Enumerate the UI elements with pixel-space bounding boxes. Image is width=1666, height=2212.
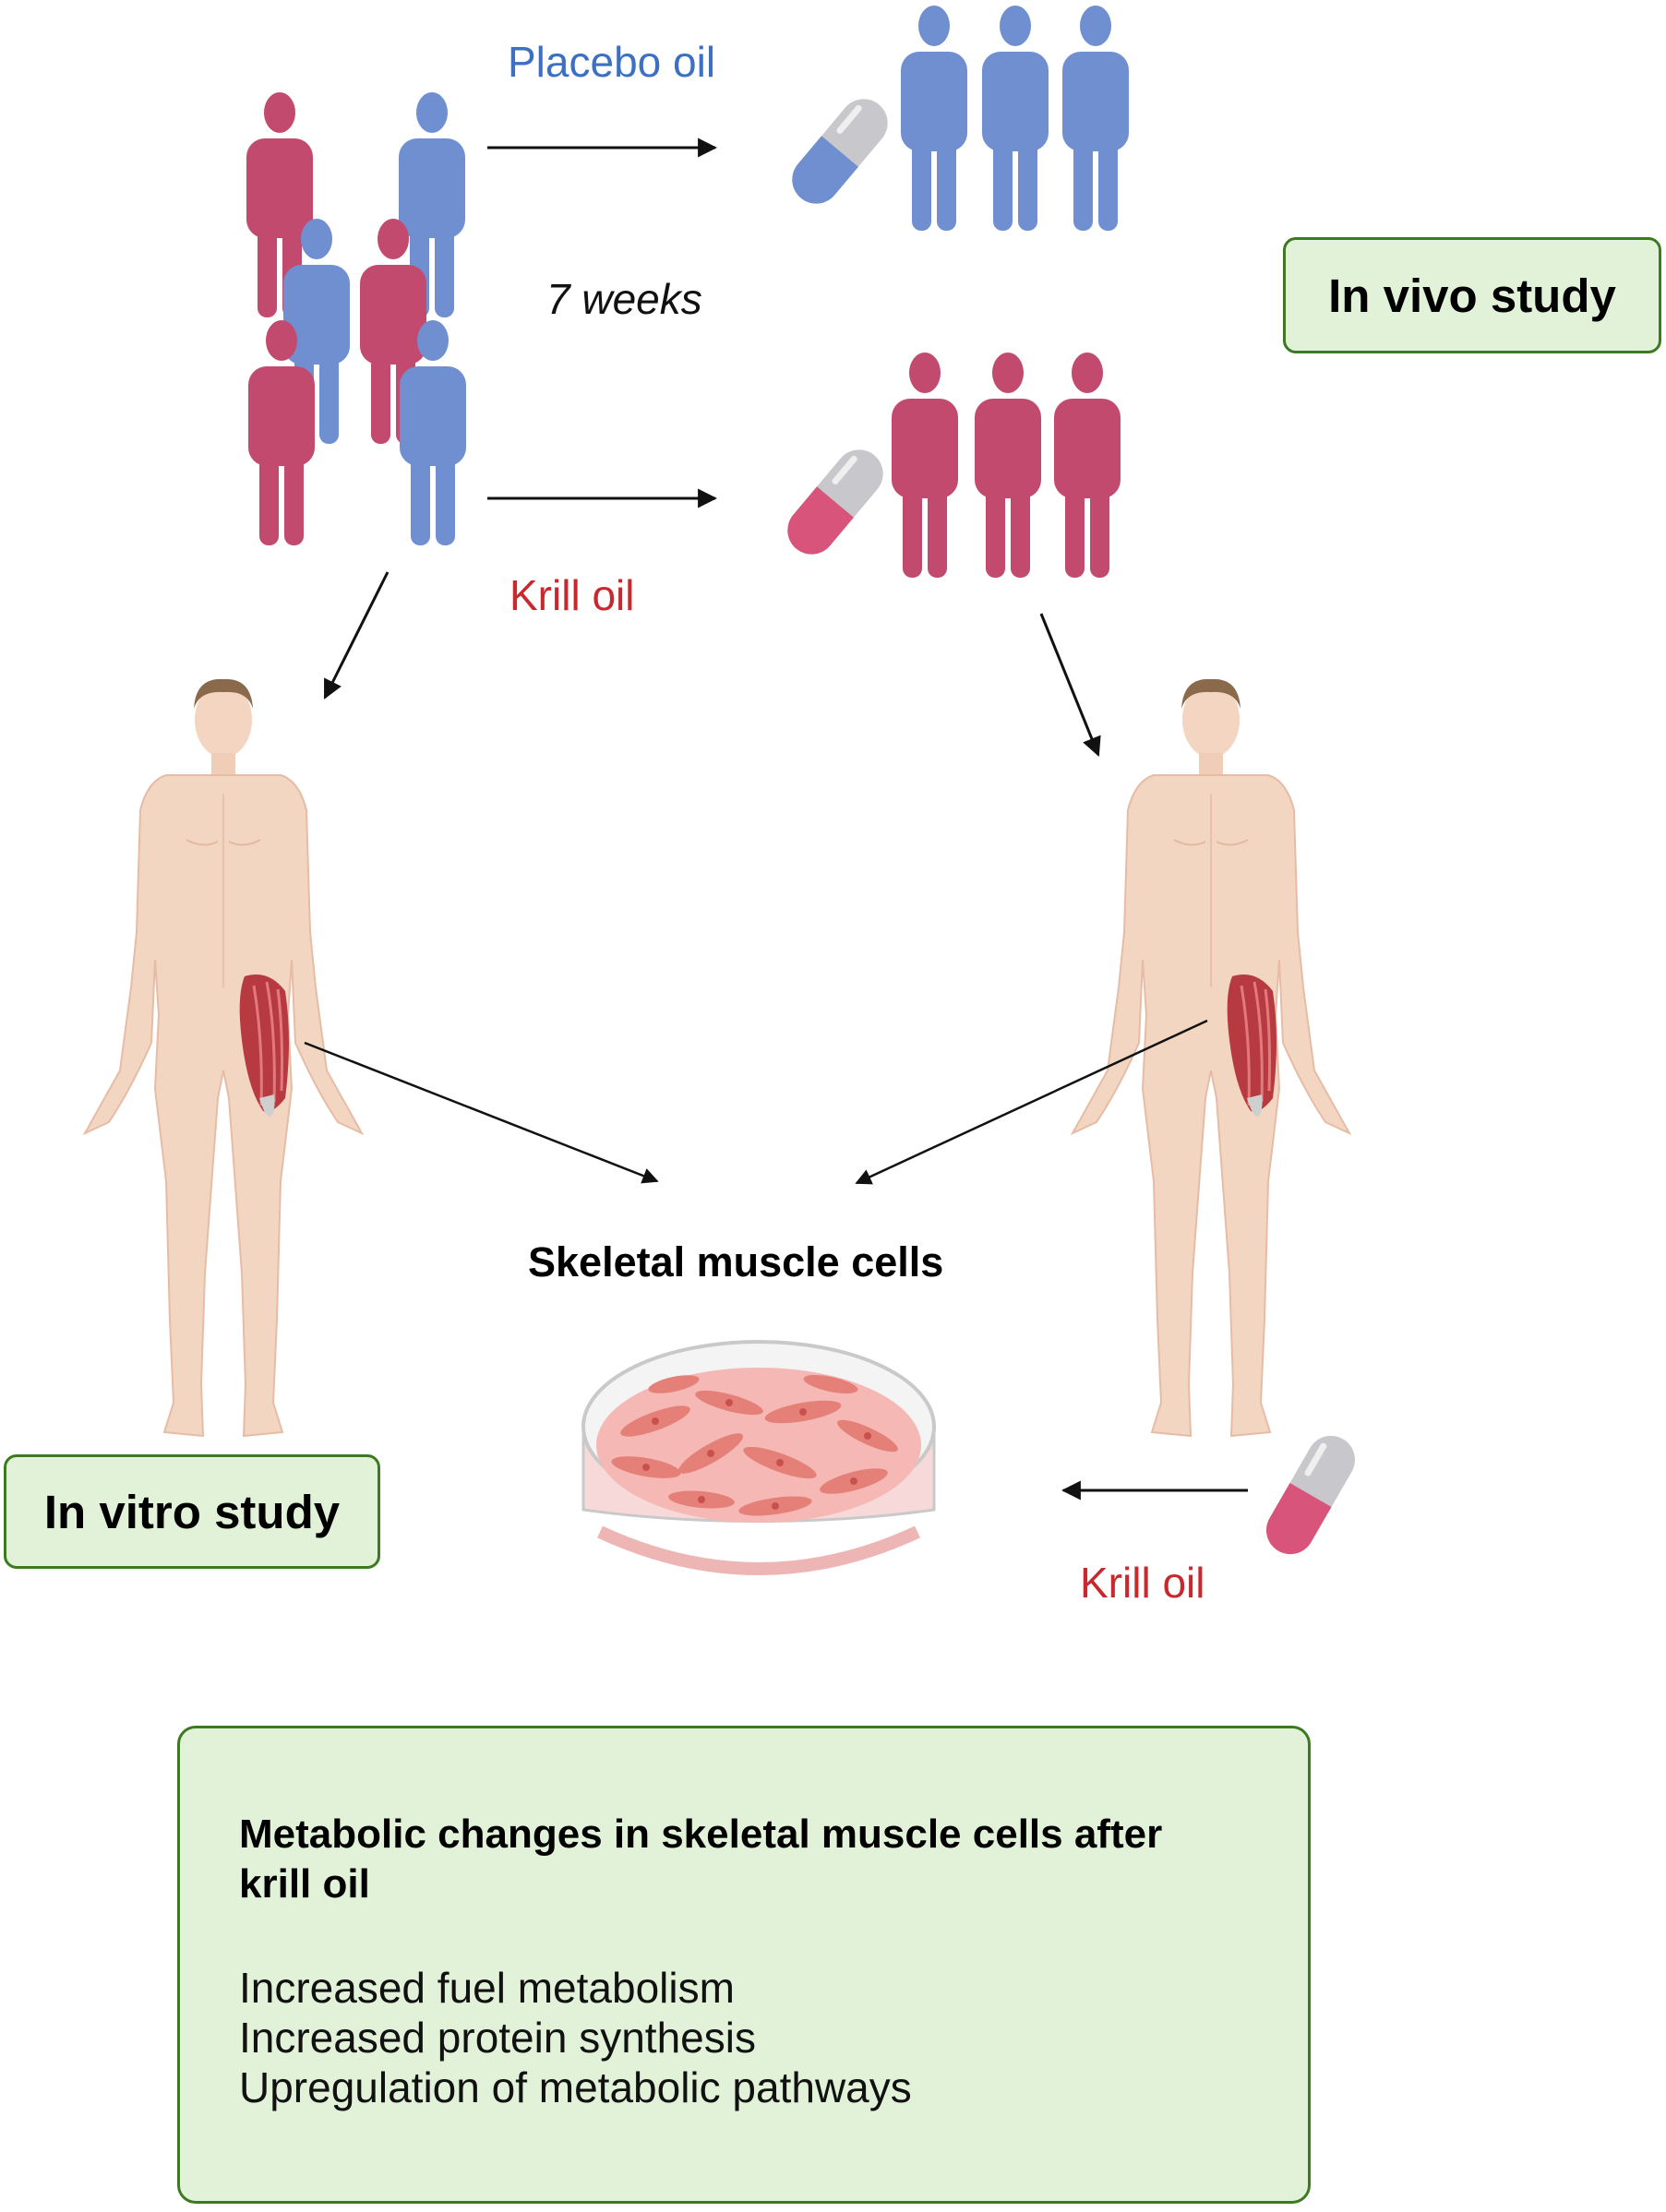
arrow-icon [855,1019,1208,1185]
placebo-group [901,6,1129,231]
arrow-icon [1039,613,1101,757]
results-item: Increased fuel metabolism [239,1964,735,2012]
person-icon [1062,6,1129,231]
person-icon [892,353,958,578]
mixed-group [246,92,466,545]
in-vitro-study-box: In vitro study [4,1454,380,1569]
capsule-icon [787,449,883,555]
placebo-oil-label: Placebo oil [508,38,716,86]
human-body-icon [84,677,363,1437]
results-title: Metabolic changes in skeletal muscle cel… [239,1811,1163,1907]
petri-dish-icon [581,1340,936,1575]
duration-label: 7 weeks [546,275,702,323]
krill-group [892,353,1121,578]
results-item: Upregulation of metabolic pathways [239,2063,912,2111]
person-icon [1054,353,1121,578]
krill-oil-label: Krill oil [509,571,635,619]
krill-oil-label: Krill oil [1080,1559,1205,1607]
results-list: Increased fuel metabolism Increased prot… [239,1963,912,2112]
capsule-icon [1266,1435,1355,1555]
arrow-icon [304,1041,659,1184]
human-body-icon [1072,677,1350,1437]
in-vivo-study-box: In vivo study [1283,237,1661,353]
capsule-icon [792,99,888,204]
results-item: Increased protein synthesis [239,2014,756,2062]
results-box: Metabolic changes in skeletal muscle cel… [177,1726,1311,2204]
person-icon [901,6,967,231]
person-icon [982,6,1049,231]
person-icon [975,353,1041,578]
skeletal-muscle-cells-label: Skeletal muscle cells [528,1238,944,1285]
arrow-icon [323,571,390,699]
